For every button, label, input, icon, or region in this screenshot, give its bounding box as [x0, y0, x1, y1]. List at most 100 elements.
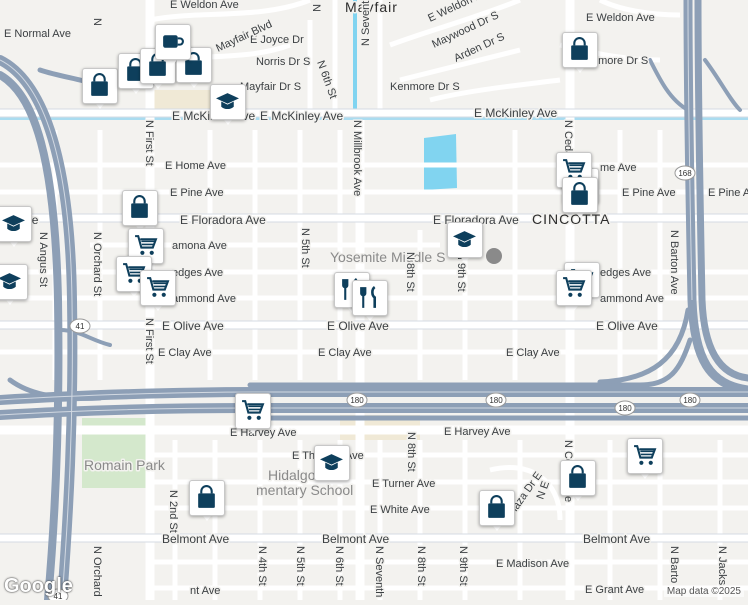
svg-text:E Normal Ave: E Normal Ave — [4, 28, 71, 40]
shopping-bag-icon — [131, 195, 148, 218]
svg-text:180: 180 — [683, 396, 697, 405]
shopping-cart-marker[interactable] — [627, 438, 663, 482]
shopping-cart-marker[interactable] — [116, 256, 152, 300]
svg-text:E Joyce Dr: E Joyce Dr — [250, 34, 304, 46]
svg-text:E Harvey Ave: E Harvey Ave — [444, 426, 510, 438]
svg-text:N Barton Ave: N Barton Ave — [668, 230, 680, 295]
cafe-icon — [163, 35, 184, 48]
neighborhood-label: CINCOTTA — [532, 211, 611, 227]
svg-text:41: 41 — [54, 592, 63, 600]
svg-text:E Madison Ave: E Madison Ave — [496, 558, 569, 570]
svg-text:E Pine Ave: E Pine Ave — [622, 187, 676, 199]
svg-text:180: 180 — [350, 396, 364, 405]
svg-text:N 8th St: N 8th St — [404, 252, 416, 292]
svg-text:N 9th St: N 9th St — [457, 546, 469, 586]
highway-shield: 180 — [485, 392, 507, 408]
svg-text:Belmont Ave: Belmont Ave — [162, 532, 229, 546]
cafe-marker[interactable] — [155, 24, 191, 68]
shopping-cart-icon — [563, 277, 586, 297]
shopping-cart-marker[interactable] — [235, 393, 271, 437]
shopping-bag-marker[interactable] — [562, 32, 598, 76]
svg-text:180: 180 — [489, 396, 503, 405]
highway-shield: 168 — [674, 165, 696, 181]
svg-text:N Orchard St: N Orchard St — [91, 232, 103, 296]
shopping-bag-icon — [488, 495, 505, 518]
neighborhood-label: Mayfair — [345, 0, 398, 15]
svg-text:E Pine Ave: E Pine Ave — [170, 187, 224, 199]
svg-text:N Cedar: N Cedar — [562, 120, 574, 161]
shopping-cart-icon — [634, 445, 657, 465]
svg-text:Belmont Ave: Belmont Ave — [583, 532, 650, 546]
svg-text:N: N — [310, 4, 322, 12]
svg-text:41: 41 — [76, 322, 85, 331]
place-label: Yosemite Middle S — [330, 249, 445, 265]
svg-text:N Angus St: N Angus St — [37, 232, 49, 287]
school-icon — [216, 93, 239, 110]
school-marker[interactable] — [210, 84, 246, 128]
school-dot-icon — [486, 248, 502, 264]
svg-text:E Pine Ave: E Pine Ave — [708, 187, 748, 199]
highway-shield: 180 — [614, 400, 636, 416]
svg-text:E Olive Ave: E Olive Ave — [162, 319, 224, 333]
shopping-bag-icon — [571, 37, 588, 60]
svg-text:N Barto: N Barto — [668, 546, 680, 583]
svg-text:E Clay Ave: E Clay Ave — [158, 347, 212, 359]
sand-area — [150, 90, 210, 110]
shopping-cart-marker[interactable] — [140, 270, 176, 314]
svg-text:E Turner Ave: E Turner Ave — [372, 478, 435, 490]
shopping-bag-marker[interactable] — [479, 490, 515, 534]
shopping-bag-marker[interactable] — [562, 177, 598, 221]
school-marker[interactable] — [0, 206, 32, 250]
shopping-cart-icon — [147, 277, 170, 297]
school-icon — [0, 273, 21, 290]
svg-text:N 5th St: N 5th St — [299, 228, 311, 268]
pond — [424, 134, 457, 190]
place-label: Hidalgo — [268, 467, 316, 483]
svg-text:N Seventh: N Seventh — [373, 546, 385, 597]
svg-text:168: 168 — [678, 169, 692, 178]
svg-text:N Orchard: N Orchard — [91, 546, 103, 597]
street-labels-horizontal: E Weldon Ave E Weldon Ave E Normal Ave E… — [3, 0, 748, 599]
shopping-cart-marker[interactable] — [556, 270, 592, 314]
shopping-bag-marker[interactable] — [122, 190, 158, 234]
svg-text:N 4th St: N 4th St — [256, 546, 268, 586]
svg-text:E Th: E Th — [292, 450, 315, 462]
svg-text:me Ave: me Ave — [600, 162, 637, 174]
svg-text:nmore Dr S: nmore Dr S — [592, 55, 648, 67]
svg-text:N First St: N First St — [143, 318, 155, 364]
restaurant-marker[interactable] — [352, 280, 388, 324]
svg-text:N 8th St: N 8th St — [405, 432, 417, 472]
svg-text:N First St: N First St — [143, 120, 155, 166]
shopping-bag-marker[interactable] — [189, 480, 225, 524]
svg-text:E Weldon Ave: E Weldon Ave — [170, 0, 239, 11]
svg-text:edges Ave: edges Ave — [172, 267, 223, 279]
shopping-bag-marker[interactable] — [82, 68, 118, 112]
svg-text:N 8th St: N 8th St — [415, 546, 427, 586]
map-attribution[interactable]: Map data ©2025 — [663, 586, 744, 597]
highway-shield: 41 — [69, 318, 91, 334]
major-street-edges — [0, 108, 748, 543]
svg-text:E Grant Ave: E Grant Ave — [585, 584, 644, 596]
shopping-bag-icon — [91, 73, 108, 96]
svg-text:E White Ave: E White Ave — [370, 504, 430, 516]
svg-text:Norris Dr S: Norris Dr S — [256, 56, 310, 68]
shopping-bag-marker[interactable] — [560, 460, 596, 504]
svg-text:N 6th St: N 6th St — [333, 546, 345, 586]
svg-text:N Seventh St: N Seventh St — [360, 0, 372, 46]
school-marker[interactable] — [314, 445, 350, 489]
svg-text:E Harvey Ave: E Harvey Ave — [230, 427, 296, 439]
svg-text:N Millbrook Ave: N Millbrook Ave — [351, 120, 363, 196]
svg-text:ammond Ave: ammond Ave — [600, 293, 664, 305]
svg-text:amona Ave: amona Ave — [172, 240, 227, 252]
svg-text:Kenmore Dr S: Kenmore Dr S — [390, 81, 460, 93]
svg-text:180: 180 — [618, 404, 632, 413]
svg-text:N: N — [91, 18, 103, 26]
highway-shield: 180 — [679, 392, 701, 408]
google-logo: Google — [4, 575, 73, 597]
svg-text:ammond Ave: ammond Ave — [172, 293, 236, 305]
restaurant-icon — [360, 286, 377, 308]
school-icon — [320, 454, 343, 471]
school-marker[interactable] — [447, 222, 483, 266]
school-marker[interactable] — [0, 264, 28, 308]
